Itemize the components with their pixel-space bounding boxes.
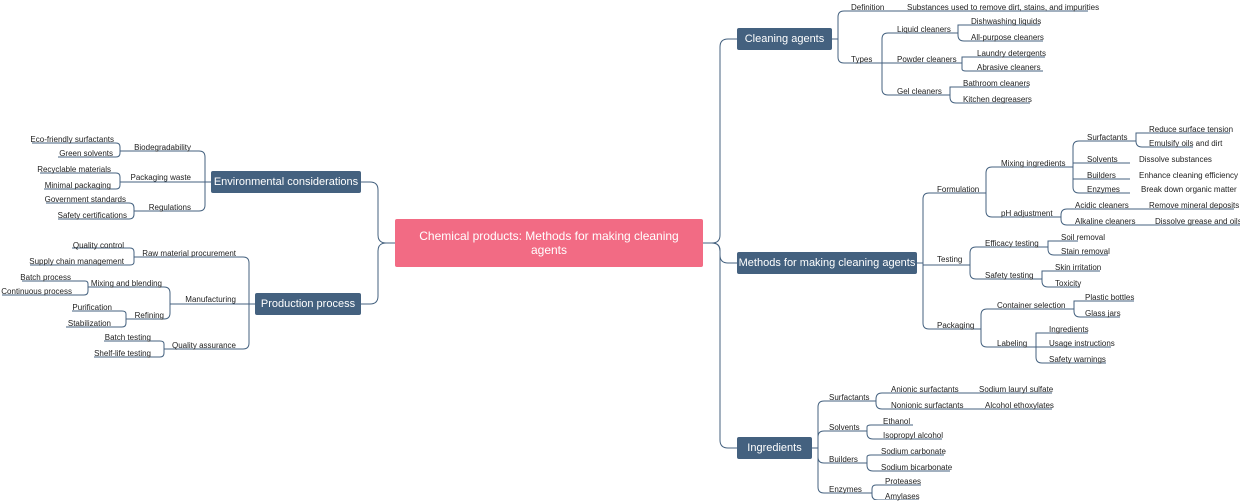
node-usage-instructions[interactable]: Usage instructions	[1049, 339, 1115, 348]
node-dissolve-grease[interactable]: Dissolve grease and oils	[1155, 217, 1240, 226]
node-safety-certs[interactable]: Safety certifications	[57, 211, 127, 220]
branch-methods[interactable]: Methods for making cleaning agents	[737, 252, 917, 274]
node-ethanol[interactable]: Ethanol	[883, 417, 911, 426]
node-alkaline-cleaners[interactable]: Alkaline cleaners	[1075, 217, 1136, 226]
node-packaging[interactable]: Packaging	[937, 321, 975, 330]
node-m-solvents[interactable]: Solvents	[1087, 155, 1118, 164]
node-sodium-bicarbonate[interactable]: Sodium bicarbonate	[881, 463, 953, 472]
node-gel-cleaners[interactable]: Gel cleaners	[897, 87, 942, 96]
branch-cleaning-agents[interactable]: Cleaning agents	[737, 28, 832, 50]
node-efficacy-testing[interactable]: Efficacy testing	[985, 239, 1039, 248]
node-stain-removal[interactable]: Stain removal	[1061, 247, 1110, 256]
node-reduce-surface-tension[interactable]: Reduce surface tension	[1149, 125, 1234, 134]
node-amylases[interactable]: Amylases	[885, 492, 920, 501]
node-regulations[interactable]: Regulations	[148, 203, 191, 212]
node-glass-jars[interactable]: Glass jars	[1085, 309, 1121, 318]
node-biodegradability[interactable]: Biodegradability	[134, 143, 191, 152]
link-root-environmental	[361, 181, 395, 244]
node-skin-irritation[interactable]: Skin irritation	[1055, 263, 1102, 272]
node-batch-testing[interactable]: Batch testing	[104, 333, 151, 342]
node-enhance-cleaning[interactable]: Enhance cleaning efficiency	[1139, 171, 1239, 180]
node-alcohol-ethoxylates[interactable]: Alcohol ethoxylates	[985, 401, 1054, 410]
node-safety-warnings[interactable]: Safety warnings	[1049, 355, 1106, 364]
node-quality-assurance[interactable]: Quality assurance	[171, 341, 236, 350]
node-container-selection[interactable]: Container selection	[997, 301, 1066, 310]
node-liquid-cleaners[interactable]: Liquid cleaners	[897, 25, 951, 34]
node-shelf-life[interactable]: Shelf-life testing	[94, 349, 151, 358]
node-toxicity[interactable]: Toxicity	[1055, 279, 1082, 288]
node-remove-mineral[interactable]: Remove mineral deposits	[1149, 201, 1240, 210]
node-i-enzymes[interactable]: Enzymes	[829, 485, 862, 494]
node-formulation[interactable]: Formulation	[937, 185, 980, 194]
node-i-surfactants[interactable]: Surfactants	[829, 393, 870, 402]
node-recyclable[interactable]: Recyclable materials	[37, 165, 111, 174]
node-powder-cleaners[interactable]: Powder cleaners	[897, 55, 957, 64]
node-refining[interactable]: Refining	[134, 311, 164, 320]
node-testing[interactable]: Testing	[937, 255, 963, 264]
node-stabilization[interactable]: Stabilization	[67, 319, 111, 328]
node-bathroom-cleaners[interactable]: Bathroom cleaners	[963, 79, 1031, 88]
link-root-cleaning	[703, 38, 737, 244]
node-batch-process[interactable]: Batch process	[20, 273, 71, 282]
central-topic[interactable]: Chemical products: Methods for making cl…	[395, 219, 703, 267]
node-kitchen-degreasers[interactable]: Kitchen degreasers	[963, 95, 1032, 104]
node-mixing-blending[interactable]: Mixing and blending	[90, 279, 162, 288]
node-nonionic[interactable]: Nonionic surfactants	[891, 401, 964, 410]
node-isopropyl[interactable]: Isopropyl alcohol	[883, 431, 944, 440]
node-eco-surfactants[interactable]: Eco-friendly surfactants	[30, 135, 114, 144]
node-anionic[interactable]: Anionic surfactants	[891, 385, 959, 394]
node-i-builders[interactable]: Builders	[829, 455, 858, 464]
node-definition[interactable]: Definition	[851, 3, 885, 12]
link-root-ingredients	[703, 242, 737, 449]
node-labeling[interactable]: Labeling	[997, 339, 1028, 348]
node-sodium-carbonate[interactable]: Sodium carbonate	[881, 447, 946, 456]
node-packaging-waste[interactable]: Packaging waste	[130, 173, 191, 182]
node-purification[interactable]: Purification	[72, 303, 112, 312]
node-label-ingredients[interactable]: Ingredients	[1049, 325, 1089, 334]
node-gov-standards[interactable]: Government standards	[44, 195, 126, 204]
branch-ingredients[interactable]: Ingredients	[737, 437, 812, 459]
node-proteases[interactable]: Proteases	[885, 477, 922, 486]
node-dissolve-substances[interactable]: Dissolve substances	[1139, 155, 1212, 164]
node-quality-control[interactable]: Quality control	[72, 241, 124, 250]
node-plastic-bottles[interactable]: Plastic bottles	[1085, 293, 1135, 302]
link-root-production	[361, 242, 395, 305]
node-break-down-organic[interactable]: Break down organic matter	[1141, 185, 1237, 194]
node-types[interactable]: Types	[851, 55, 873, 64]
node-m-builders[interactable]: Builders	[1087, 171, 1116, 180]
node-acidic-cleaners[interactable]: Acidic cleaners	[1075, 201, 1129, 210]
node-sodium-lauryl[interactable]: Sodium lauryl sulfate	[979, 385, 1054, 394]
node-emulsify-oils[interactable]: Emulsify oils and dirt	[1149, 139, 1223, 148]
node-abrasive-cleaners[interactable]: Abrasive cleaners	[977, 63, 1041, 72]
node-supply-chain[interactable]: Supply chain management	[29, 257, 124, 266]
branch-production[interactable]: Production process	[255, 293, 361, 315]
node-i-solvents[interactable]: Solvents	[829, 423, 860, 432]
node-m-surfactants[interactable]: Surfactants	[1087, 133, 1128, 142]
node-m-enzymes[interactable]: Enzymes	[1087, 185, 1120, 194]
branch-environmental[interactable]: Environmental considerations	[211, 171, 361, 193]
node-minimal-packaging[interactable]: Minimal packaging	[44, 181, 111, 190]
node-definition-text[interactable]: Substances used to remove dirt, stains, …	[907, 3, 1100, 12]
node-all-purpose[interactable]: All-purpose cleaners	[971, 33, 1044, 42]
node-ph-adjustment[interactable]: pH adjustment	[1001, 209, 1053, 218]
node-dishwashing-liquids[interactable]: Dishwashing liquids	[971, 17, 1042, 26]
node-soil-removal[interactable]: Soil removal	[1061, 233, 1106, 242]
node-safety-testing[interactable]: Safety testing	[985, 271, 1034, 280]
node-manufacturing[interactable]: Manufacturing	[185, 295, 236, 304]
node-laundry-detergents[interactable]: Laundry detergents	[977, 49, 1046, 58]
node-mixing-ingredients[interactable]: Mixing ingredients	[1001, 159, 1066, 168]
node-continuous-process[interactable]: Continuous process	[1, 287, 72, 296]
node-green-solvents[interactable]: Green solvents	[59, 149, 113, 158]
node-raw-material[interactable]: Raw material procurement	[142, 249, 236, 258]
